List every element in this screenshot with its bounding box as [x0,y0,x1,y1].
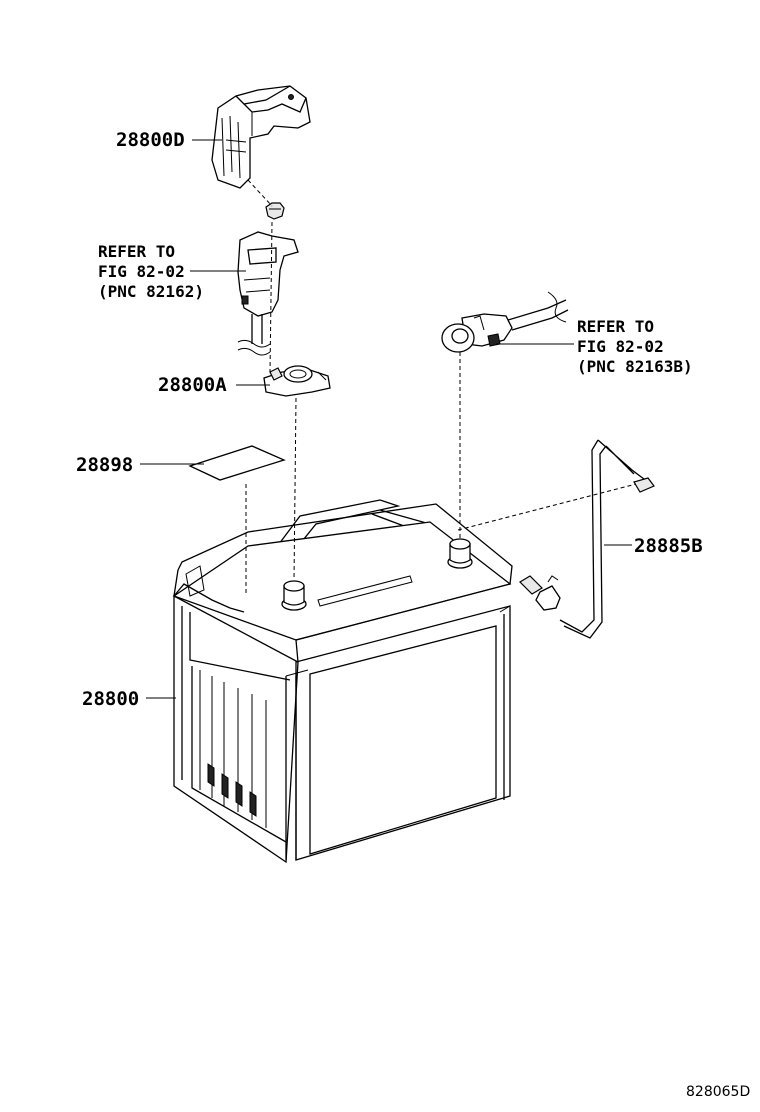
battery-terminal-cover [211,85,311,189]
battery [172,499,513,864]
ref-neg-line1: REFER TO [98,242,175,261]
figure-id: 828065D [686,1084,750,1100]
callout-28898: 28898 [76,454,133,476]
negative-cable-clamp [237,231,299,356]
ref-pos-line1: REFER TO [577,317,654,336]
positive-cable-clamp [441,291,569,353]
battery-label [188,445,286,481]
terminal-nut [265,202,285,220]
ref-pos-line3: (PNC 82163B) [577,357,693,376]
vent-hose [519,439,655,639]
ref-neg-line3: (PNC 82162) [98,282,204,301]
battery-terminal [263,365,331,397]
ref-neg-line2: FIG 82-02 [98,262,185,281]
callout-28800d: 28800D [116,129,185,151]
callout-28800: 28800 [82,688,139,710]
ref-pos-line2: FIG 82-02 [577,337,664,356]
callout-28800a: 28800A [158,374,227,396]
alignment-lines [245,179,637,594]
callout-28885b: 28885B [634,535,703,557]
leader-lines [140,139,632,699]
